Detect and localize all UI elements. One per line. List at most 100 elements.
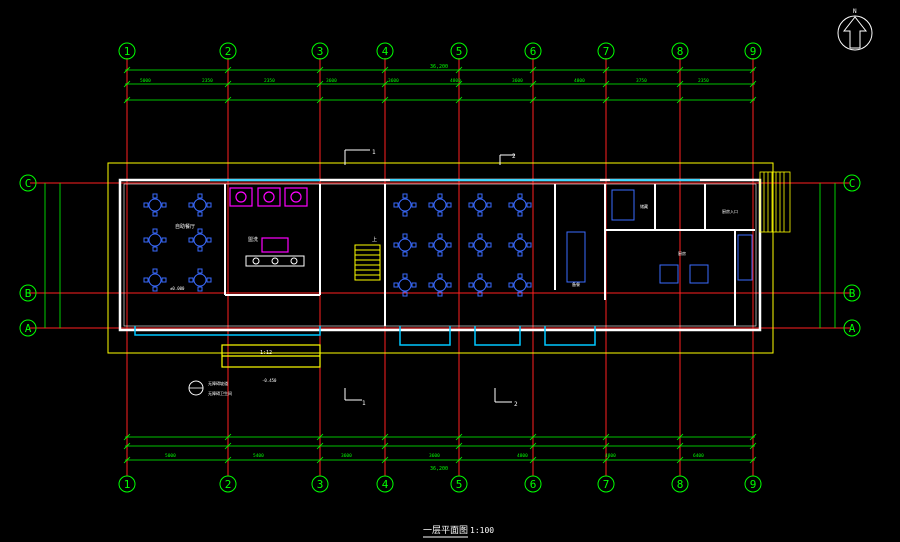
stair — [354, 244, 381, 281]
north-arrow-icon: N — [837, 8, 873, 51]
chair — [152, 228, 158, 234]
dim-tick — [123, 456, 131, 464]
dining-table — [398, 238, 412, 252]
dim-tick — [529, 456, 537, 464]
dim-tick — [676, 456, 684, 464]
chair — [188, 237, 194, 243]
row-label-left: B — [25, 287, 32, 300]
chair — [402, 291, 408, 297]
dining-table — [193, 273, 207, 287]
axis-bubble-top — [118, 42, 136, 60]
chair — [197, 286, 203, 292]
chair — [517, 273, 523, 279]
overall-dim-bottom: 36,200 — [430, 466, 448, 472]
drawing-title: 一层平面图 1:100 — [423, 525, 494, 538]
dim-tick — [455, 442, 463, 450]
dining-table — [473, 278, 487, 292]
drawing-scale: 1:100 — [470, 526, 494, 535]
dimension-ticks — [123, 66, 757, 464]
dim-tick — [455, 456, 463, 464]
chair — [486, 282, 492, 288]
dim-tick — [455, 433, 463, 441]
dim-tick — [455, 80, 463, 88]
dining-table — [193, 198, 207, 212]
chair — [152, 193, 158, 199]
interior-walls — [224, 184, 755, 326]
chair — [152, 211, 158, 217]
axis-bubble-bottom — [219, 475, 237, 493]
axis-bubble-top — [219, 42, 237, 60]
dim-tick — [529, 442, 537, 450]
row-bubble-right — [843, 319, 861, 337]
chair — [437, 193, 443, 199]
dim-tick — [749, 66, 757, 74]
bottom-bay-dim: 3600 — [341, 453, 352, 459]
chair — [402, 233, 408, 239]
chair — [517, 251, 523, 257]
chair — [517, 211, 523, 217]
dining-table — [148, 273, 162, 287]
chair — [508, 282, 514, 288]
top-bay-dim: 2350 — [264, 78, 275, 84]
dim-tick — [123, 96, 131, 104]
dining-table — [148, 198, 162, 212]
chair — [517, 193, 523, 199]
chair — [437, 251, 443, 257]
dining-table — [513, 278, 527, 292]
top-bay-dim: 4800 — [574, 78, 585, 84]
axis-bubble-bottom — [524, 475, 542, 493]
dining-table — [433, 278, 447, 292]
row-label-right: A — [849, 322, 856, 335]
level-main: ±0.000 — [170, 286, 185, 291]
chair — [143, 202, 149, 208]
dining-table — [433, 198, 447, 212]
dining-table — [148, 233, 162, 247]
dim-tick — [676, 442, 684, 450]
row-label-right: C — [849, 177, 856, 190]
row-bubble-left — [19, 284, 37, 302]
restroom-counter — [245, 255, 305, 267]
dim-tick — [381, 66, 389, 74]
dim-tick — [676, 96, 684, 104]
restroom-fixtures — [229, 187, 308, 253]
stair-up-label: 上 — [372, 236, 377, 243]
chair — [437, 211, 443, 217]
axis-label-top: 9 — [750, 45, 757, 58]
row-label-left: C — [25, 177, 32, 190]
room-label-storage: 储藏 — [640, 203, 648, 209]
chair — [188, 202, 194, 208]
chair — [402, 193, 408, 199]
dim-tick — [224, 433, 232, 441]
chair — [468, 242, 474, 248]
exterior-walls — [107, 162, 774, 354]
chair — [188, 277, 194, 283]
axis-label-bottom: 4 — [382, 478, 389, 491]
chair — [411, 282, 417, 288]
drawing-title-text: 一层平面图 — [423, 525, 468, 536]
dining-table — [473, 198, 487, 212]
row-bubble-left — [19, 319, 37, 337]
ramp-slope: 1:12 — [260, 350, 272, 356]
row-bubble-right — [843, 284, 861, 302]
chair — [468, 282, 474, 288]
chair — [446, 242, 452, 248]
chair — [468, 202, 474, 208]
row-label-right: B — [849, 287, 856, 300]
dim-tick — [381, 96, 389, 104]
chair — [517, 233, 523, 239]
chair — [402, 273, 408, 279]
chair — [197, 268, 203, 274]
dim-tick — [316, 456, 324, 464]
chair — [161, 277, 167, 283]
chair — [206, 202, 212, 208]
dining-table — [433, 238, 447, 252]
axis-bubble-top — [450, 42, 468, 60]
chair — [161, 202, 167, 208]
dim-tick — [224, 442, 232, 450]
entrance-steps — [759, 171, 791, 233]
chair — [517, 291, 523, 297]
chair — [486, 202, 492, 208]
section-markers — [344, 149, 515, 403]
